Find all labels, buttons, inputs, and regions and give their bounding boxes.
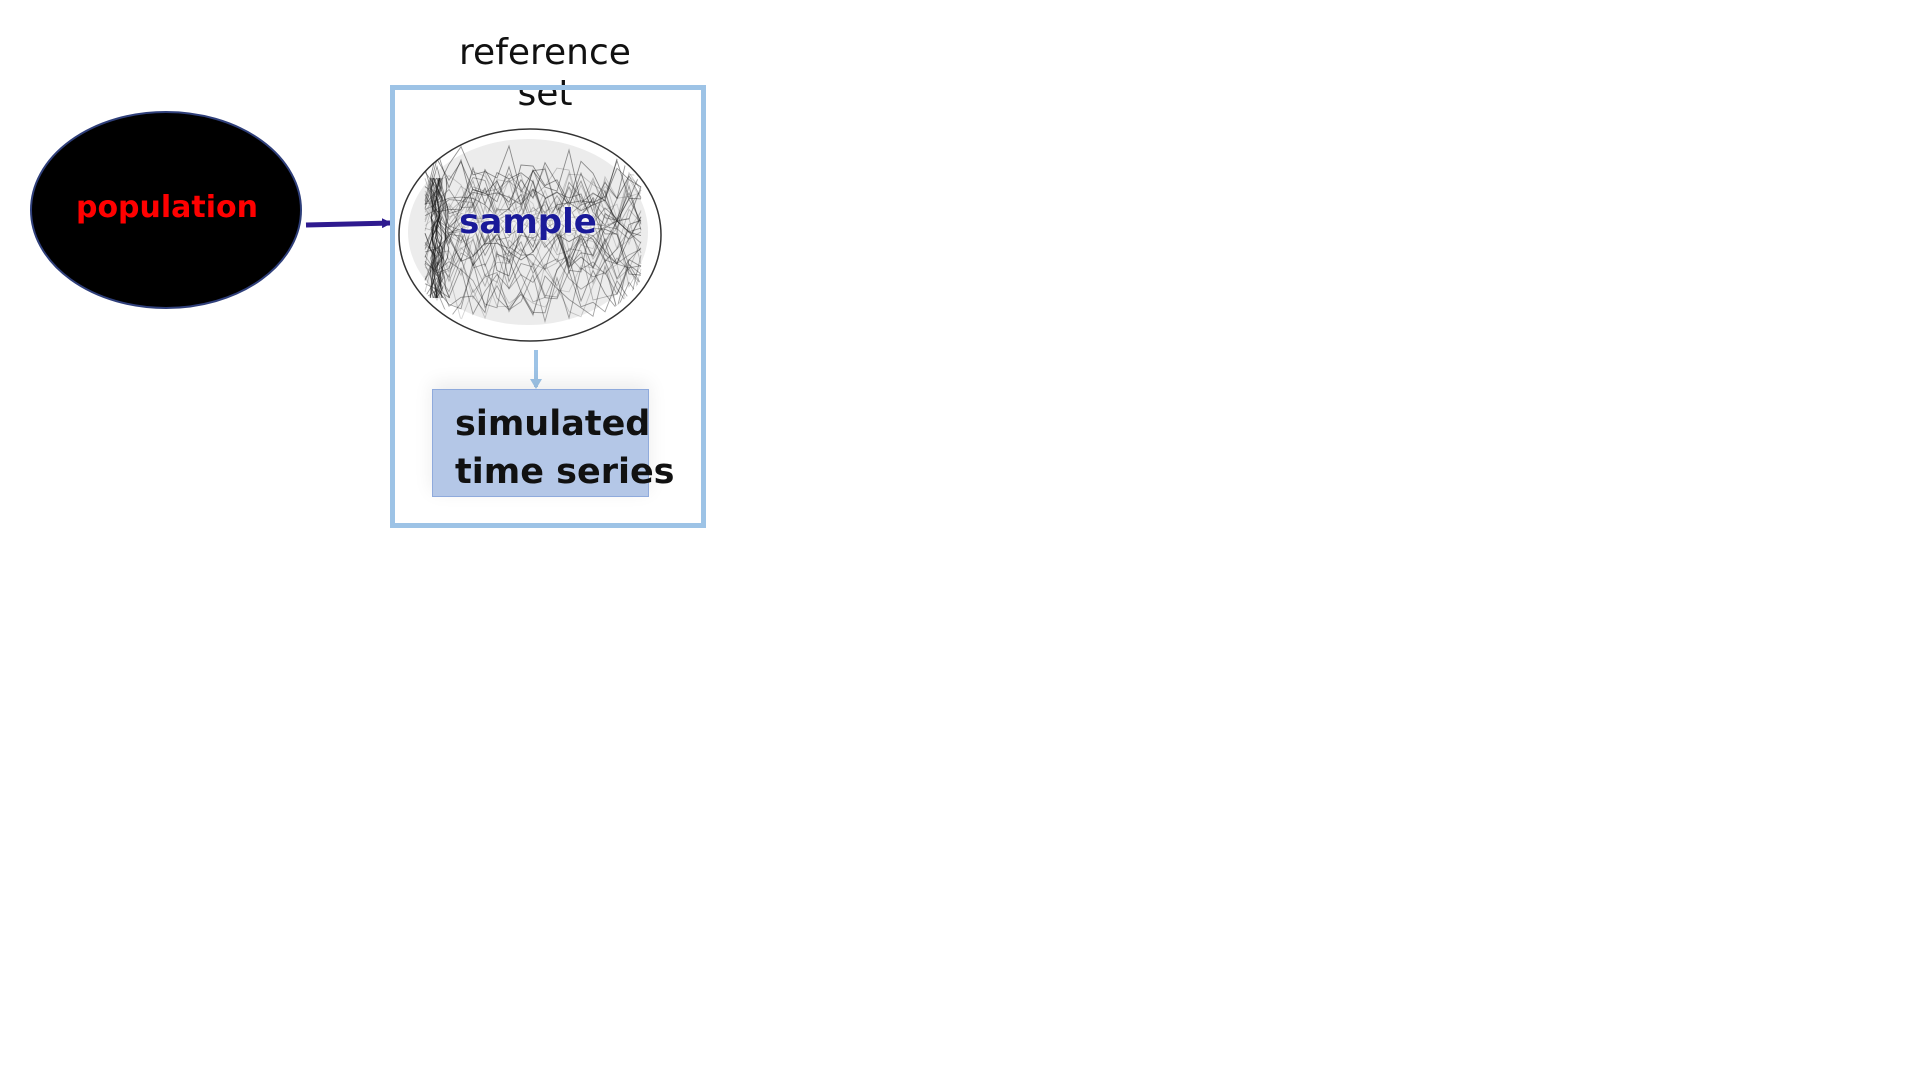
sample-traces xyxy=(424,144,642,324)
trace-line xyxy=(424,200,642,259)
trace-line xyxy=(424,257,642,318)
trace-line xyxy=(424,167,642,222)
simulated-time-series-box: simulated time series xyxy=(432,389,675,497)
population-to-sample-arrow xyxy=(305,218,392,229)
trace-line xyxy=(424,165,642,218)
trace-line xyxy=(424,157,642,212)
trace-line xyxy=(424,203,642,263)
trace-line xyxy=(424,188,642,246)
trace-line xyxy=(424,191,642,231)
trace-line xyxy=(434,177,443,299)
trace-line xyxy=(424,212,642,266)
trace-line xyxy=(424,193,642,249)
trace-line xyxy=(424,210,642,270)
trace-line xyxy=(424,171,642,231)
trace-line xyxy=(424,178,642,229)
reference-set-frame xyxy=(390,85,706,528)
trace-line xyxy=(434,177,443,299)
trace-line xyxy=(424,263,642,324)
trace-line xyxy=(424,148,641,209)
trace-line xyxy=(424,213,642,275)
trace-line xyxy=(441,177,450,299)
trace-line xyxy=(424,168,642,227)
trace-line xyxy=(424,214,642,270)
trace-line xyxy=(424,176,642,230)
trace-line xyxy=(424,248,642,309)
trace-line xyxy=(424,173,642,234)
trace-line xyxy=(424,245,642,303)
simulated-line-2: time series xyxy=(455,452,675,492)
trace-line xyxy=(424,175,642,233)
sample-texture-bg xyxy=(408,139,648,325)
trace-line xyxy=(430,177,440,299)
trace-line xyxy=(424,221,642,280)
trace-line xyxy=(424,213,642,271)
trace-line xyxy=(424,172,642,230)
reference-set-title: reference set xyxy=(459,32,631,114)
trace-line xyxy=(424,220,642,277)
trace-line xyxy=(424,262,642,316)
simulated-line-1: simulated xyxy=(455,404,651,444)
sample-label: sample xyxy=(459,202,597,242)
trace-line xyxy=(424,213,642,275)
trace-line xyxy=(424,227,642,288)
trace-line xyxy=(424,188,642,246)
trace-line xyxy=(424,144,642,204)
trace-line xyxy=(424,192,642,250)
trace-line xyxy=(424,202,642,265)
trace-line xyxy=(424,253,642,314)
trace-line xyxy=(424,224,642,284)
trace-line xyxy=(424,233,642,293)
trace-line xyxy=(424,254,642,313)
population-node xyxy=(30,111,302,309)
trace-line xyxy=(424,160,642,213)
population-label: population xyxy=(75,190,259,225)
trace-line xyxy=(424,179,642,231)
trace-line xyxy=(424,164,642,227)
trace-line xyxy=(424,260,642,318)
